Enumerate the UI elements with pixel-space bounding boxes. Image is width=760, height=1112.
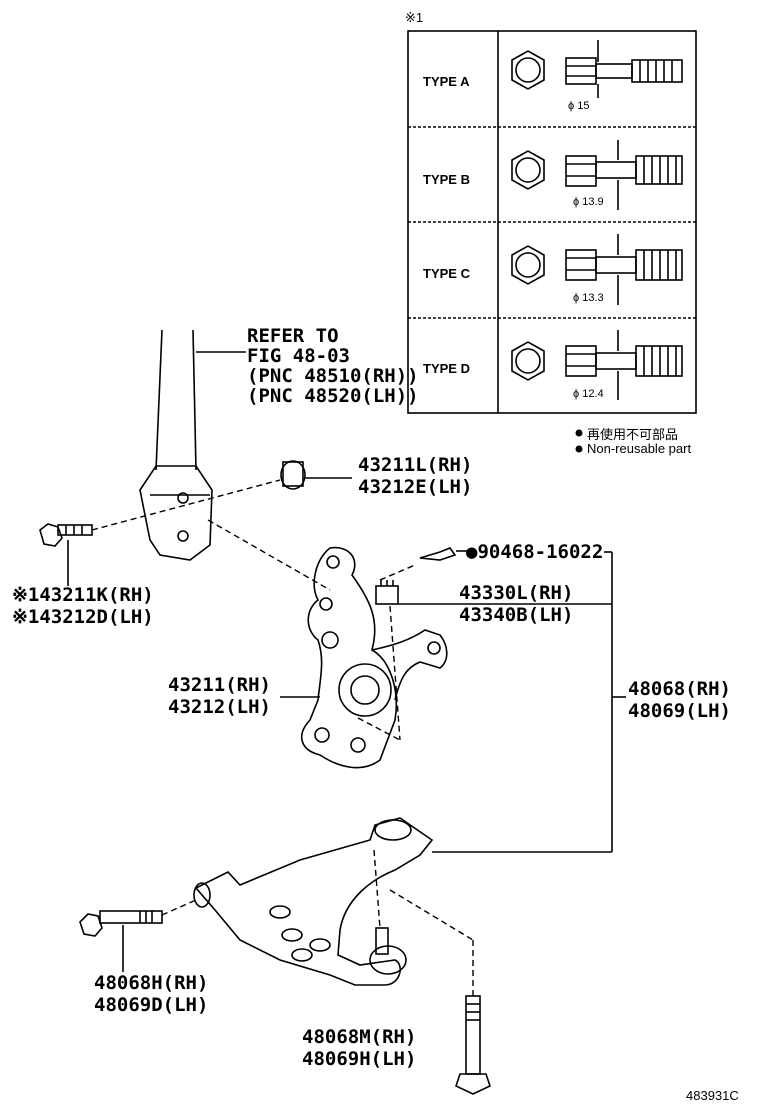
- refer-line-2: FIG 48-03: [247, 345, 350, 367]
- strut-bolt-lh: ※143212D(LH): [12, 606, 154, 628]
- castle-nut-shape: [375, 580, 612, 605]
- cotter-pin-label: ●90468-16022: [466, 541, 604, 563]
- arm-bolt-rh: 48068H(RH): [94, 972, 209, 994]
- type-b-label: TYPE B: [423, 172, 470, 187]
- bolt-icon-type-d: [511, 330, 683, 400]
- bottom-bolt-lh: 48069H(LH): [302, 1048, 417, 1070]
- type-a-diameter: ϕ 15: [568, 100, 590, 112]
- knuckle-shape: [300, 546, 448, 769]
- type-a-label: TYPE A: [423, 74, 470, 89]
- lower-arm-lh: 48069(LH): [628, 700, 731, 722]
- cotter-pin-shape: [419, 547, 468, 561]
- type-b-diameter: ϕ 13.9: [573, 196, 604, 208]
- legend-bullet-1: [575, 429, 583, 437]
- bolt-icon-type-c: [511, 234, 683, 305]
- strut-bolt-shape: [39, 523, 93, 586]
- legend-jp: 再使用不可部品: [587, 427, 679, 442]
- type-c-diameter: ϕ 13.3: [573, 292, 604, 304]
- castle-nut-lh: 43340B(LH): [459, 604, 574, 626]
- legend-bullet-2: [575, 445, 583, 453]
- top-nut-shape: [280, 460, 352, 490]
- bolt-type-table: [407, 30, 697, 414]
- nut-top-lh: 43212E(LH): [358, 476, 473, 498]
- table-marker: ※1: [405, 10, 424, 25]
- bottom-bolt-shape: [455, 995, 491, 1095]
- type-d-label: TYPE D: [423, 361, 470, 376]
- knuckle-rh: 43211(RH): [168, 674, 271, 696]
- bolt-icon-type-a: [511, 40, 683, 98]
- bolt-icon-type-b: [511, 140, 683, 210]
- knuckle-lh: 43212(LH): [168, 696, 271, 718]
- type-d-diameter: ϕ 12.4: [573, 388, 604, 400]
- legend-en: Non-reusable part: [587, 441, 692, 456]
- figure-code: 483931C: [686, 1088, 739, 1103]
- bracket-line: [280, 551, 626, 852]
- bottom-bolt-rh: 48068M(RH): [302, 1026, 417, 1048]
- nut-top-rh: 43211L(RH): [358, 454, 473, 476]
- refer-line-3: (PNC 48510(RH)): [247, 365, 419, 387]
- arm-bolt-lh: 48069D(LH): [94, 994, 209, 1016]
- arm-bolt-shape: [79, 910, 163, 972]
- strut-shape: [139, 329, 246, 561]
- lower-arm-rh: 48068(RH): [628, 678, 731, 700]
- refer-line-1: REFER TO: [247, 325, 339, 347]
- assembly-dashed-lines: [91, 479, 474, 996]
- castle-nut-rh: 43330L(RH): [459, 582, 574, 604]
- type-c-label: TYPE C: [423, 266, 470, 281]
- refer-line-4: (PNC 48520(LH)): [247, 385, 419, 407]
- strut-bolt-rh: ※143211K(RH): [12, 584, 154, 606]
- lower-arm-shape: [193, 817, 612, 986]
